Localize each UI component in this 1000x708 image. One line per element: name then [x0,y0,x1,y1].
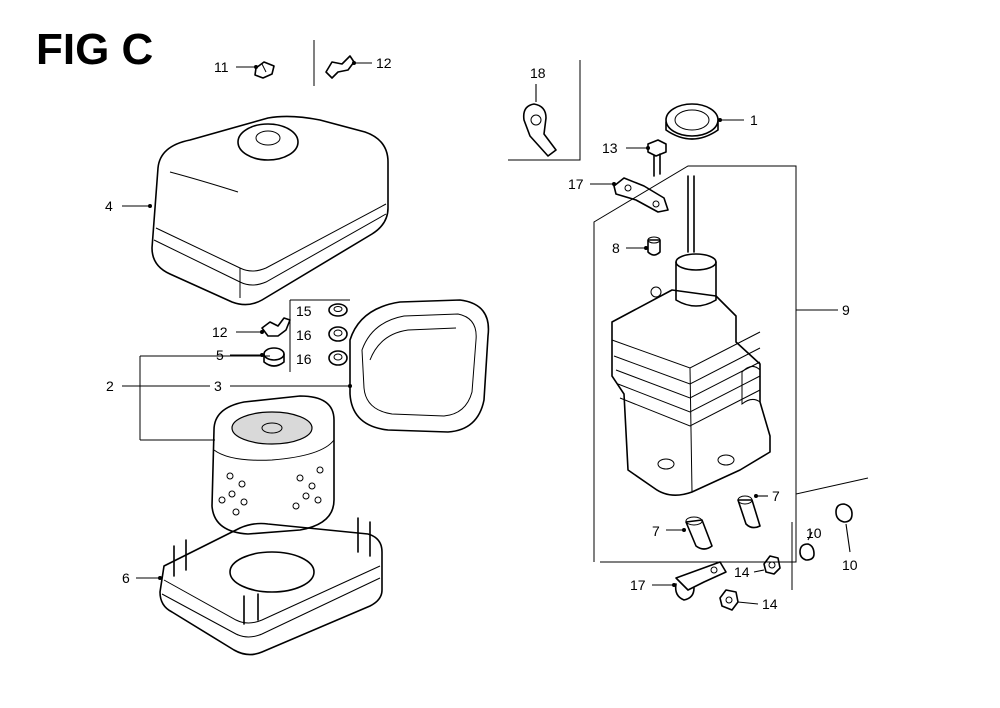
callout-14-b: 14 [762,596,778,612]
part-13-bolt [647,139,667,177]
part-17-clamp-lower [674,561,727,601]
callout-7-b: 7 [652,523,660,539]
callout-16-b: 16 [296,351,312,367]
part-12-wing-nut [261,317,291,337]
callout-4: 4 [105,198,113,214]
bracket-18-box [508,60,581,161]
callout-11: 11 [214,59,229,75]
part-16-nut-a [328,326,348,342]
callout-2: 2 [106,378,114,394]
callout-18: 18 [530,65,546,81]
callout-13: 13 [602,140,618,156]
bracket-10 [600,477,869,590]
callout-8: 8 [612,240,620,256]
part-8-cap [647,236,661,256]
callout-6: 6 [122,570,130,586]
callout-12-mid: 12 [212,324,228,340]
callout-12-top: 12 [376,55,392,71]
part-4-air-cleaner-cover [151,115,389,306]
bracket-15-16 [289,299,350,372]
figure-title: FIG C [36,25,153,74]
part-9-case [611,175,771,496]
leaders [122,61,851,605]
callout-16-a: 16 [296,327,312,343]
part-1-seal [665,103,719,140]
bracket-9 [593,165,797,562]
part-3-foam-element [349,299,490,433]
part-18-clamp [522,103,557,157]
callout-10-a: 10 [806,525,822,541]
part-11-bolt [254,61,275,79]
part-2-paper-element [211,395,335,535]
callout-1: 1 [750,112,758,128]
part-12-clip-top [325,55,355,79]
callout-3: 3 [214,378,222,394]
part-17-clamp-upper [613,177,669,213]
callout-17-lower: 17 [630,577,646,593]
part-7-tube-a [737,495,761,529]
callout-14-a: 14 [734,564,750,580]
callout-7-a: 7 [772,488,780,504]
part-10-cap-b [835,503,853,523]
part-5-grommet [263,347,285,367]
part-16-nut-b [328,350,348,366]
callout-10-b: 10 [842,557,858,573]
callout-9: 9 [842,302,850,318]
part-6-base [159,517,383,656]
part-14-nut-a [763,555,781,575]
part-7-tube-b [685,516,713,550]
callout-15: 15 [296,303,312,319]
part-10-cap-a [799,543,815,561]
callout-5: 5 [216,347,224,363]
callout-17-upper: 17 [568,176,584,192]
part-15-washer [328,303,348,317]
part-14-nut-b [719,589,739,611]
bracket-2 [139,355,270,441]
